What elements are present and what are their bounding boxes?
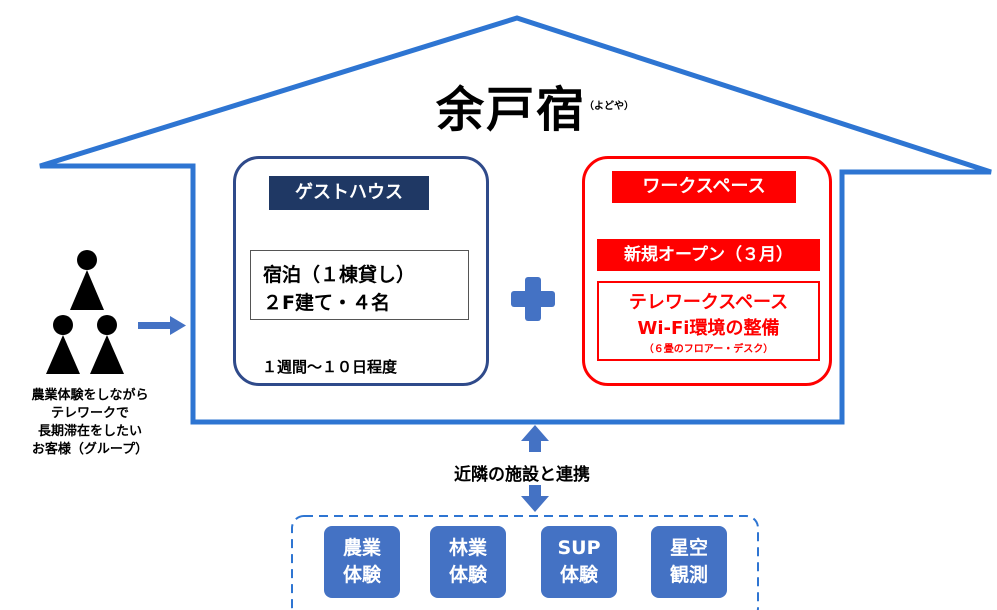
facility-sup: SUP 体験 [541, 526, 617, 598]
page-title: 余戸宿 [436, 82, 587, 138]
stay-duration: １週間～１０日程度 [262, 358, 398, 376]
customer-line: 長期滞在をしたい [37, 424, 142, 439]
stay-info-box: 宿泊（１棟貸し） ２F建て・４名 [250, 250, 469, 320]
workspace-label: ワークスペース [612, 171, 796, 203]
workspace-line-2: Wi-Fi環境の整備 [637, 318, 780, 339]
facility-line: 観測 [669, 564, 708, 586]
stay-line-2: ２F建て・４名 [263, 292, 390, 314]
arrow-right-icon [138, 316, 186, 335]
stay-line-1: 宿泊（１棟貸し） [263, 264, 416, 286]
cooperation-label: 近隣の施設と連携 [454, 465, 590, 485]
workspace-line-1: テレワークスペース [628, 292, 789, 313]
customer-line: 農業体験をしながら [31, 388, 149, 403]
facility-line: 林業 [448, 537, 487, 559]
customer-line: お客様（グループ） [31, 442, 149, 457]
workspace-line-3: （６畳のフロアー・デスク） [643, 344, 774, 355]
facility-line: 体験 [342, 564, 381, 586]
title-reading: （よどや） [584, 101, 634, 112]
facility-farming: 農業 体験 [324, 526, 400, 598]
customer-line: テレワークで [50, 406, 129, 421]
arrow-down-icon [521, 485, 549, 512]
plus-icon [511, 277, 555, 321]
person-icon [90, 315, 124, 374]
facility-line: SUP [557, 537, 601, 559]
arrow-up-icon [521, 425, 549, 452]
workspace-info-box: テレワークスペース Wi-Fi環境の整備 （６畳のフロアー・デスク） [597, 281, 820, 361]
guesthouse-label: ゲストハウス [269, 176, 429, 210]
new-open-label: 新規オープン（３月） [597, 239, 820, 271]
person-icon [46, 315, 80, 374]
person-icon [70, 250, 104, 310]
facilities-area [291, 515, 759, 610]
target-customer-caption: 農業体験をしながら テレワークで 長期滞在をしたい お客様（グループ） [4, 387, 176, 459]
facility-line: 体験 [448, 564, 487, 586]
facility-line: 農業 [342, 537, 381, 559]
facility-forestry: 林業 体験 [430, 526, 506, 598]
facility-stargazing: 星空 観測 [651, 526, 727, 598]
facility-line: 体験 [559, 564, 598, 586]
facility-line: 星空 [669, 537, 708, 559]
